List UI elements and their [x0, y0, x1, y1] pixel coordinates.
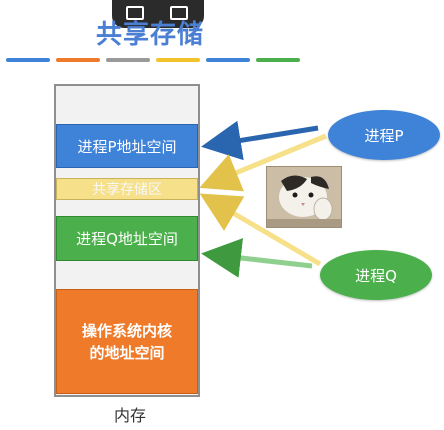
pip-icon[interactable]	[170, 6, 188, 20]
page-title: 共享存储	[95, 20, 204, 50]
process-p-address-space: 进程P地址空间	[56, 124, 198, 168]
os-kernel-label-line1: 操作系统内核	[81, 321, 172, 340]
arrow-q-to-q-space	[201, 238, 313, 278]
process-p-address-space-label: 进程P地址空间	[77, 137, 177, 156]
process-p-node: 进程P	[328, 110, 440, 160]
title-underline-segment	[106, 58, 150, 62]
process-p-label: 进程P	[364, 126, 404, 145]
arrow-q-to-shared	[199, 193, 322, 267]
title-underline-segment	[6, 58, 50, 62]
shared-memory-region: 共享存储区	[56, 178, 198, 200]
process-q-address-space-label: 进程Q地址空间	[76, 230, 178, 248]
os-kernel-label-line2: 的地址空间	[89, 343, 165, 362]
process-q-label: 进程Q	[355, 266, 397, 285]
title-underline-segment	[156, 58, 200, 62]
cat-picture	[266, 166, 342, 228]
screen-icon[interactable]	[126, 6, 144, 20]
memory-label: 内存	[113, 406, 146, 425]
arrow-p-to-shared	[199, 133, 327, 192]
cat-illustration	[267, 167, 341, 227]
title-underline-segment	[56, 58, 100, 62]
title-underline-segment	[206, 58, 250, 62]
arrow-p-to-p-space	[201, 120, 319, 161]
title-underline-segment	[256, 58, 300, 62]
shared-memory-region-label: 共享存储区	[92, 182, 162, 198]
video-controls-overlay[interactable]	[112, 0, 204, 28]
process-q-node: 进程Q	[320, 250, 432, 300]
os-kernel-address-space: 操作系统内核 的地址空间	[56, 289, 198, 394]
process-q-address-space: 进程Q地址空间	[56, 216, 198, 261]
